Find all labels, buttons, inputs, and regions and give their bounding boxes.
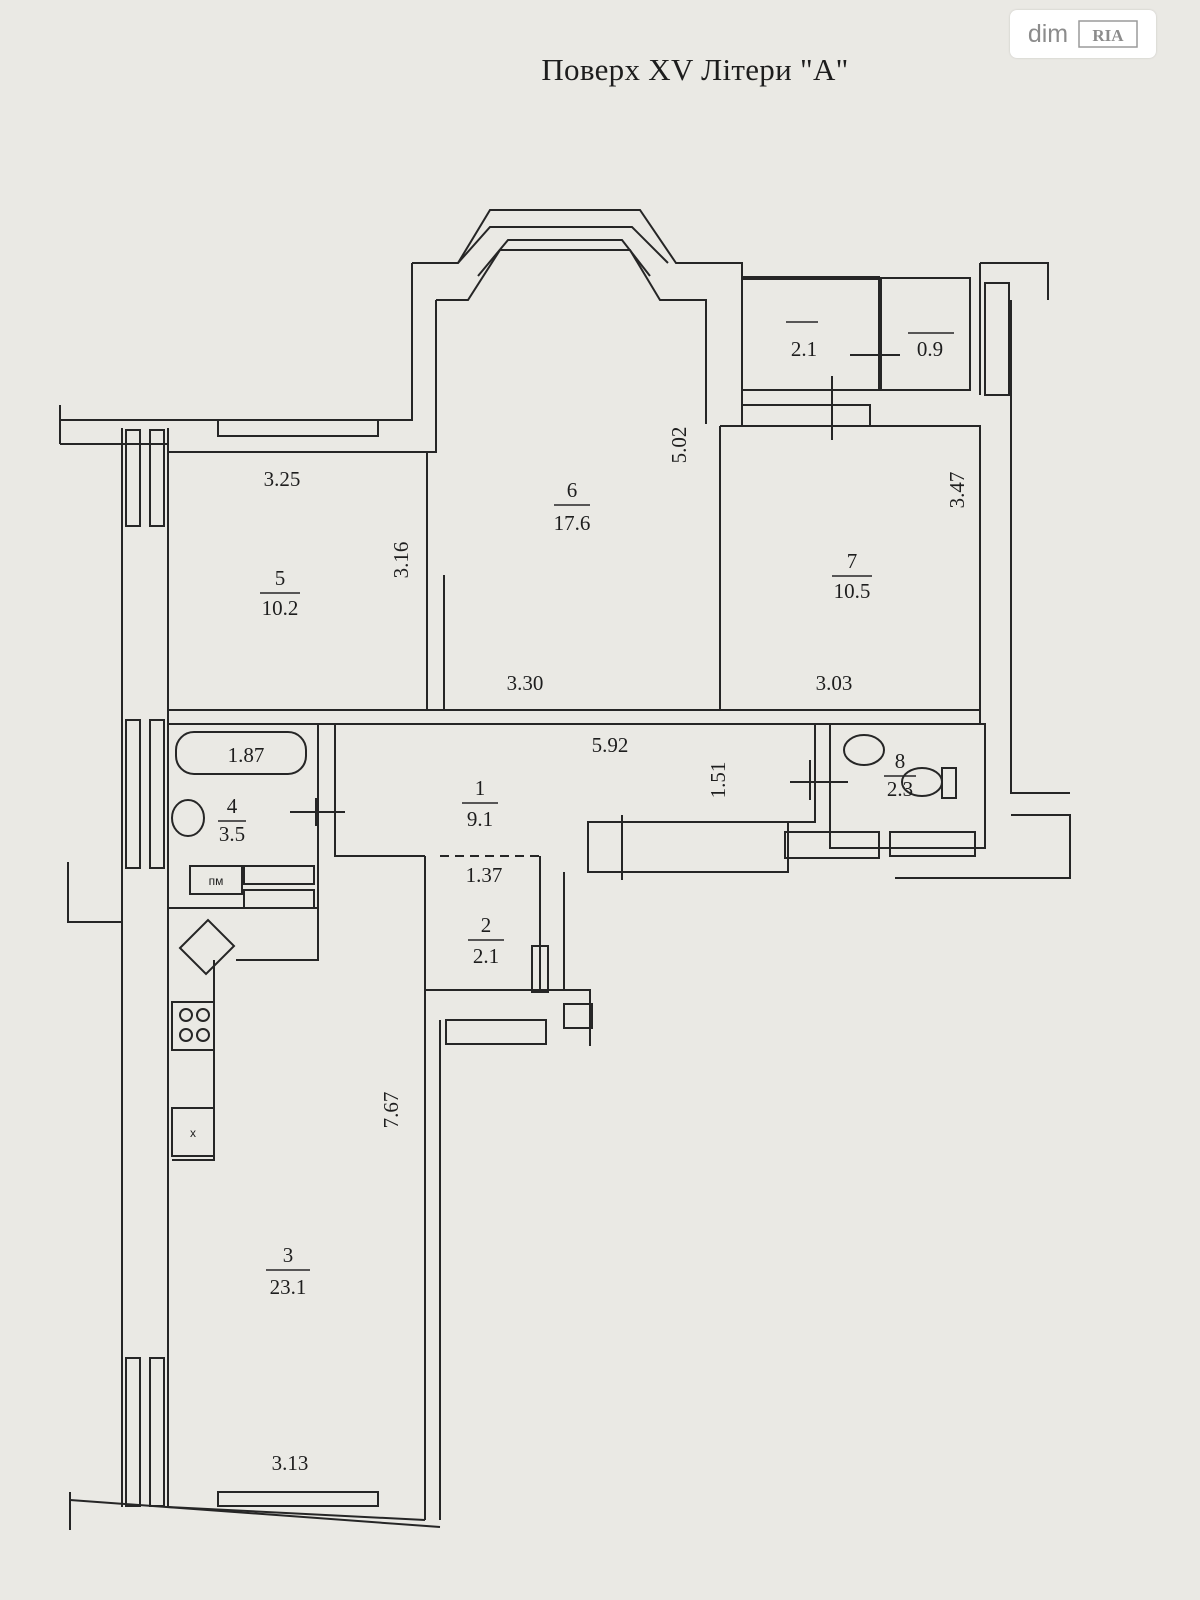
room8-number: 8 — [895, 749, 906, 773]
room2-area: 2.1 — [473, 944, 499, 968]
room7-area: 10.5 — [834, 579, 871, 603]
right-outer-wall — [1010, 300, 1070, 794]
room8-area: 2.3 — [887, 777, 913, 801]
balcony-left — [741, 277, 881, 391]
bathtub — [175, 731, 307, 775]
watermark-logo-text: RIA — [1093, 26, 1125, 45]
dim-room5-width: 3.25 — [264, 467, 301, 491]
window-left-3 — [125, 1357, 141, 1507]
top-wall-room5-inner — [168, 300, 437, 453]
right-window — [984, 282, 1010, 396]
dim-room3-depth: 7.67 — [379, 1092, 403, 1129]
top-wall-room5-outer — [60, 263, 413, 421]
ria-logo-icon: RIA — [1078, 20, 1138, 48]
dim-bathtub: 1.87 — [228, 743, 265, 767]
dim-hall-length: 5.92 — [592, 733, 629, 757]
balcony-area-1: 2.1 — [791, 337, 817, 361]
room3-number: 3 — [283, 1243, 294, 1267]
room1-number: 1 — [475, 776, 486, 800]
room4-number: 4 — [227, 794, 238, 818]
walls — [59, 209, 1071, 1530]
meter-label: пм — [209, 874, 224, 888]
watermark-brand: dim — [1027, 19, 1069, 48]
watermark-badge: dim RIA — [1010, 10, 1156, 58]
room3-bottom-wall — [167, 1506, 426, 1521]
bay-inner — [436, 249, 707, 424]
window-left-1 — [125, 429, 141, 527]
room2-niche — [531, 945, 549, 993]
dim-room5-depth: 3.16 — [389, 542, 413, 579]
room6-area: 17.6 — [554, 511, 591, 535]
shaft-right — [784, 831, 880, 859]
room3-area: 23.1 — [270, 1275, 307, 1299]
balcony-right — [880, 277, 971, 391]
kitchen-top-wall — [168, 907, 319, 961]
stove — [171, 1001, 215, 1051]
washbasin — [843, 734, 885, 766]
window-room3 — [217, 1491, 379, 1507]
room4-area: 3.5 — [219, 822, 245, 846]
room4-walls — [168, 723, 319, 908]
bathroom-sink — [171, 799, 205, 837]
dim-room7-depth: 3.47 — [945, 472, 969, 509]
window-left-2 — [125, 719, 141, 869]
dim-room2-width: 1.37 — [466, 863, 503, 887]
room7-walls — [720, 425, 981, 724]
dim-room6-width: 3.30 — [507, 671, 544, 695]
dim-room7-width: 3.03 — [816, 671, 853, 695]
dim-room6-depth: 5.02 — [667, 427, 691, 464]
room1-area: 9.1 — [467, 807, 493, 831]
window-room5 — [217, 419, 379, 437]
bay-window-line — [457, 226, 669, 264]
balcony-area-2: 0.9 — [917, 337, 943, 361]
oven-label: x — [190, 1126, 196, 1140]
plan-title: Поверх XV Літери "А" — [541, 52, 849, 87]
room7-number: 7 — [847, 549, 858, 573]
bay-outer — [412, 209, 743, 426]
kitchen-sink — [178, 918, 236, 976]
room5-area: 10.2 — [262, 596, 299, 620]
dim-hall-width: 1.51 — [706, 762, 730, 799]
room2-number: 2 — [481, 913, 492, 937]
shaft-center — [445, 1019, 547, 1045]
dim-room3-width: 3.13 — [272, 1451, 309, 1475]
room6-number: 6 — [567, 478, 578, 502]
room8-walls — [829, 723, 986, 849]
room5-number: 5 — [275, 566, 286, 590]
